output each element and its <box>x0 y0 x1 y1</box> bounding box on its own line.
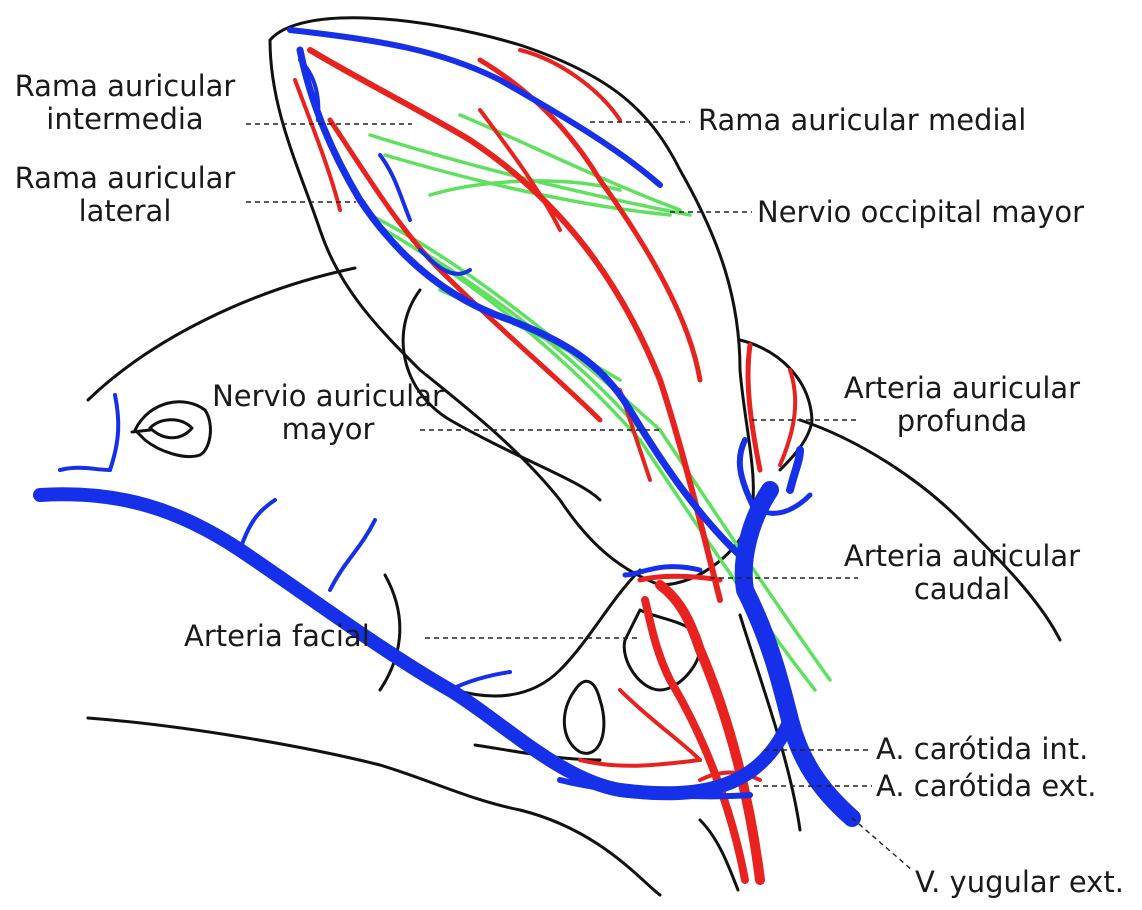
label-line: Rama auricular <box>5 70 245 103</box>
label-carotida-int: A. carótida int. <box>876 733 1088 766</box>
label-line: Rama auricular <box>5 162 245 195</box>
label-nervio-occipital-mayor: Nervio occipital mayor <box>757 196 1084 229</box>
label-line: Arteria auricular <box>832 372 1092 405</box>
label-line: lateral <box>5 195 245 228</box>
label-arteria-auricular-caudal: Arteria auricular caudal <box>832 540 1092 606</box>
label-line: Nervio auricular <box>198 380 458 413</box>
label-v-yugular-ext: V. yugular ext. <box>915 866 1124 899</box>
label-arteria-auricular-profunda: Arteria auricular profunda <box>832 372 1092 438</box>
label-line: profunda <box>832 405 1092 438</box>
label-line: intermedia <box>5 103 245 136</box>
label-carotida-ext: A. carótida ext. <box>876 770 1096 803</box>
label-rama-auricular-intermedia: Rama auricular intermedia <box>5 70 245 136</box>
label-rama-auricular-lateral: Rama auricular lateral <box>5 162 245 228</box>
label-line: mayor <box>198 413 458 446</box>
label-line: caudal <box>832 573 1092 606</box>
label-nervio-auricular-mayor: Nervio auricular mayor <box>198 380 458 446</box>
label-line: Arteria auricular <box>832 540 1092 573</box>
label-arteria-facial: Arteria facial <box>184 620 370 653</box>
label-rama-auricular-medial: Rama auricular medial <box>698 104 1026 137</box>
